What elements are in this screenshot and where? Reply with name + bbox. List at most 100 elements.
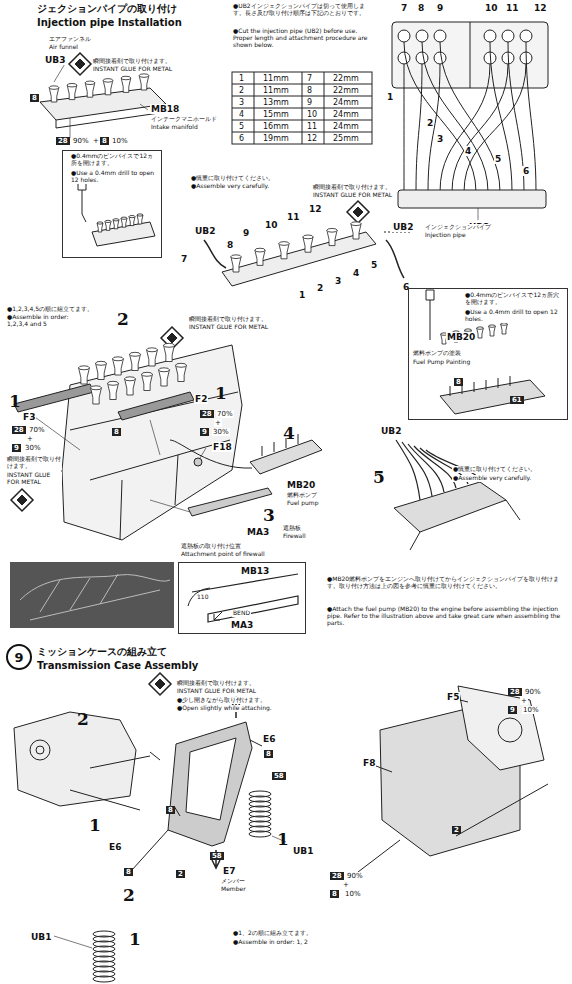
note-text: Attachment point of firewall [180,551,266,558]
drawn-stroke [465,329,472,331]
heading: Injection pipe Installation [36,17,183,29]
drill [426,290,434,340]
table-cell: 11mm [262,74,290,83]
drawn-stroke [142,374,153,390]
length-table [232,72,372,144]
drawn-stroke [108,381,119,385]
paint-code: 9 [200,428,209,436]
part-name: E6 [262,734,276,744]
callout-number: 1 [88,816,102,836]
part-name: E7 [222,866,236,876]
injection-pipe [386,240,404,278]
note-text: ●Assemble very carefully. [190,183,270,190]
table-cell: 6 [238,134,245,143]
drawn-stroke [484,30,496,42]
note-text: Air funnel [48,44,79,51]
note-text: ●Cut the injection pipe (UB2) before use… [232,28,374,49]
part-name: 10 [484,3,499,13]
part-name: 12 [533,3,548,13]
drawn-stroke [231,255,241,259]
drawn-stroke [121,76,131,80]
inset-box: ●0.4mmのピンバイスで12ヵ所を開けます。●Use a 0.4mm dril… [62,150,162,258]
note-text: ●Open slightly while attaching. [176,705,273,712]
note-text: ●Assemble in order: 1, 2 [232,939,309,946]
note-text: Fuel pump [286,500,319,507]
part-name: UB1 [30,932,52,942]
drawn-stroke [91,388,102,404]
line-art [10,22,548,982]
drawn-stroke [125,379,136,395]
paint-code: 8 [124,868,133,876]
drawn-stroke [113,357,124,361]
drawn-stroke [408,444,444,492]
note-text: Member [220,886,247,893]
mix-ratio: 90% [346,872,364,880]
note-text: INSTANT GLUE FOR METAL [312,192,393,199]
drawn-stroke [176,363,187,367]
drawn-stroke [130,352,141,356]
table-cell: 25mm [332,134,360,143]
table-cell: 24mm [332,98,360,107]
drawn-stroke [164,343,175,347]
table-cell: 10 [306,110,318,119]
part-name: 2 [426,118,434,128]
mix-ratio: 30% [212,428,230,436]
step-number: 9 [14,651,23,664]
drawn-stroke [402,442,432,496]
drawn-stroke [108,383,119,399]
injection-pipes [398,30,536,192]
part-name: F18 [212,442,233,452]
part-name: 11 [286,212,301,222]
callout-number: 1 [128,930,142,950]
cover-f3 [14,384,94,412]
angle-arc [188,588,210,606]
note-text: インジェクションパイプ [424,224,492,231]
glue-icon [149,673,171,695]
drawn-stroke [398,30,410,42]
table-cell: 4 [238,110,245,119]
part-name: 1 [386,92,394,102]
note-text: INSTANT GLUE FOR METAL [176,688,257,695]
table-cell: 8 [306,86,313,95]
note-text: INSTANT GLUE FOR METAL [188,324,269,331]
note-text: Fuel Pump Painting [412,359,471,366]
callout-number: 4 [282,424,296,444]
drawn-stroke [249,831,271,837]
drawn-stroke [255,250,265,265]
note-text: ●Attach the fuel pump (MB20) to the engi… [326,606,568,627]
mix-ratio: + [26,435,34,443]
note-text: ●UB2インジェクションパイプは切って使用します。長さ及び取り付け順序は下記のと… [232,3,374,17]
glue-icon [11,489,33,511]
mix-ratio: 90% [524,688,542,696]
drawn-stroke [113,219,119,221]
part-name: 7 [180,254,188,264]
drawn-stroke [49,86,59,90]
table-cell: 24mm [332,122,360,131]
drawn-stroke [404,42,476,192]
note-text: ●Use a 0.4mm drill to open 12 holes. [464,309,564,323]
drawn-stroke [159,370,170,386]
callout-number: 2 [76,710,90,730]
pump-detail [410,500,520,550]
note-text: ●慎重に取り付けてください。 [452,466,537,473]
drawn-stroke [501,323,508,325]
table-cell: 3 [238,98,245,107]
part-name: UB2 [392,222,414,232]
leader-line [28,412,206,458]
table-cell: 9 [306,98,313,107]
drawn-stroke [91,386,102,390]
glue-icon [347,201,369,223]
table-cell: 7 [306,74,313,83]
note-text: 瞬間接着剤で取り付けます。 [312,184,392,191]
paint-code: 8 [264,750,273,758]
note-text: 瞬間接着剤で取り付けます。 [188,316,268,323]
note-text: ●Use a 0.4mm drill to open 12 holes. [70,170,158,184]
note-text: 遮熱板 [282,525,302,532]
note-text: ●MB20燃料ポンプをエンジンへ取り付けてからインジェクションパイプを取り付けま… [326,576,568,590]
drawn-stroke [416,30,428,42]
cover-f5 [458,686,544,770]
part-name: F5 [446,692,460,702]
drawn-stroke [351,222,361,226]
part-name: 4 [464,146,472,156]
part-f18 [194,458,202,466]
